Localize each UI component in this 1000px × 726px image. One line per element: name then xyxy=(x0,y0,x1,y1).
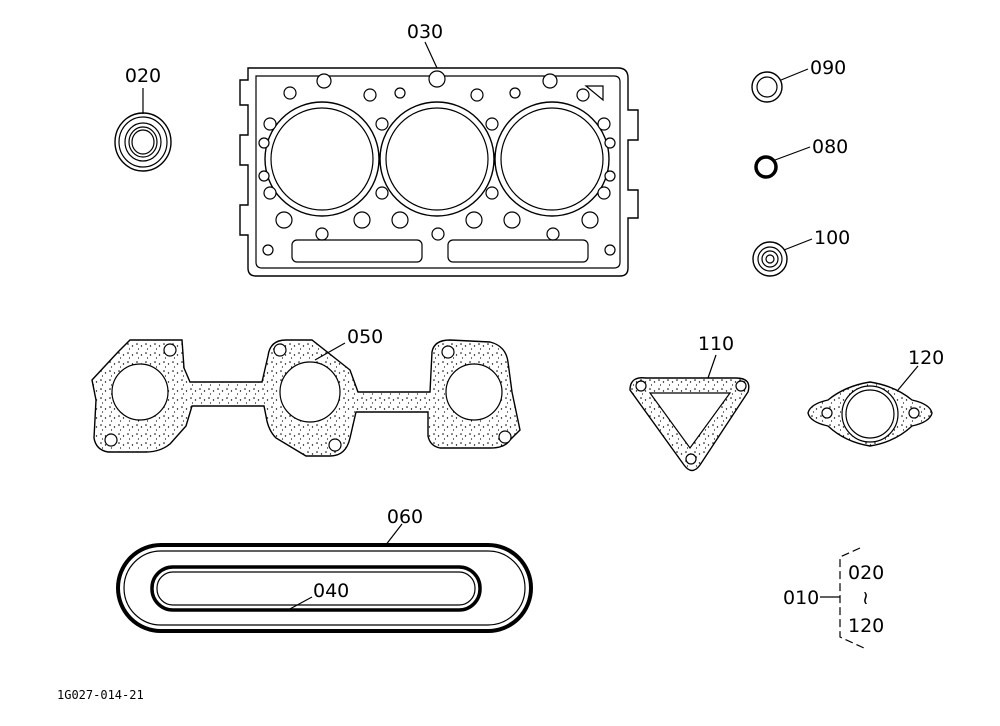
leader-110 xyxy=(707,354,717,379)
label-060: 060 xyxy=(387,506,423,528)
leader-120 xyxy=(897,365,919,391)
kit-range-separator: ≀ xyxy=(862,587,869,609)
part-100-seal[interactable] xyxy=(752,241,788,277)
label-020: 020 xyxy=(125,65,161,87)
kit-range-start: 020 xyxy=(848,562,884,584)
kit-number-010: 010 xyxy=(783,587,819,609)
part-120-flange-gasket[interactable] xyxy=(807,381,933,447)
leader-100 xyxy=(783,238,813,251)
part-020-oil-seal[interactable] xyxy=(114,112,172,172)
part-060-cover-gasket[interactable] xyxy=(116,543,533,633)
part-080-o-ring[interactable] xyxy=(754,155,778,179)
label-050: 050 xyxy=(347,326,383,348)
leader-080 xyxy=(774,146,811,161)
part-090-washer[interactable] xyxy=(751,71,783,103)
leader-090 xyxy=(780,68,809,81)
leader-060 xyxy=(384,523,403,547)
part-030-head-gasket[interactable] xyxy=(239,67,639,277)
label-090: 090 xyxy=(810,57,846,79)
kit-010-bracket xyxy=(820,547,865,649)
leader-050 xyxy=(314,342,346,361)
label-030: 030 xyxy=(407,21,443,43)
label-120: 120 xyxy=(908,347,944,369)
diagram-code: 1G027-014-21 xyxy=(57,688,144,702)
label-080: 080 xyxy=(812,136,848,158)
kit-range-end: 120 xyxy=(848,615,884,637)
label-040: 040 xyxy=(313,580,349,602)
label-110: 110 xyxy=(698,333,734,355)
leader-040 xyxy=(287,596,313,611)
leader-030 xyxy=(424,41,438,69)
part-040-inner-gasket[interactable] xyxy=(150,565,482,612)
part-110-triangular-gasket[interactable] xyxy=(629,377,750,472)
label-100: 100 xyxy=(814,227,850,249)
part-050-manifold-gasket[interactable] xyxy=(91,339,521,457)
